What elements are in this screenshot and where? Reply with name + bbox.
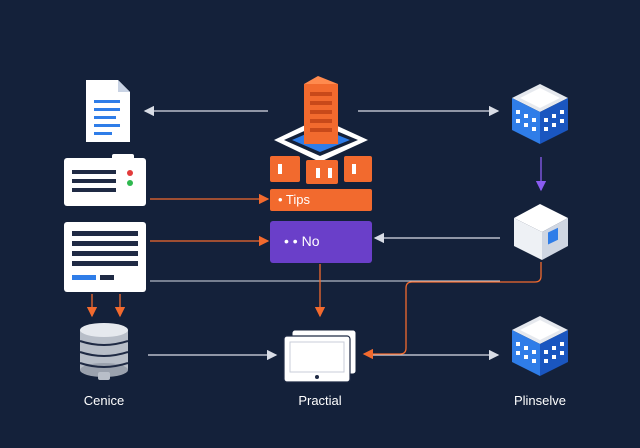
list-window-icon — [64, 222, 146, 292]
blue-cube-icon — [512, 84, 568, 144]
blue-cube-icon — [512, 316, 568, 376]
document-icon — [86, 80, 130, 142]
tower-icon — [270, 76, 372, 184]
no-bar — [270, 221, 372, 263]
left-node-label: Cenice — [83, 393, 125, 408]
tips-bar — [270, 189, 372, 211]
database-icon — [79, 323, 129, 380]
laptop-icon — [283, 329, 357, 383]
arrow-white-cube-to-laptop — [362, 262, 542, 360]
white-cube-icon — [514, 204, 568, 260]
right-node-label: Plinselve — [513, 393, 567, 408]
tips-bar-label: • Tips — [278, 192, 311, 207]
connectors — [86, 105, 547, 361]
center-node-label: Practial — [298, 393, 342, 408]
server-window-icon — [64, 154, 146, 206]
no-bar-label: • • No — [284, 233, 320, 249]
